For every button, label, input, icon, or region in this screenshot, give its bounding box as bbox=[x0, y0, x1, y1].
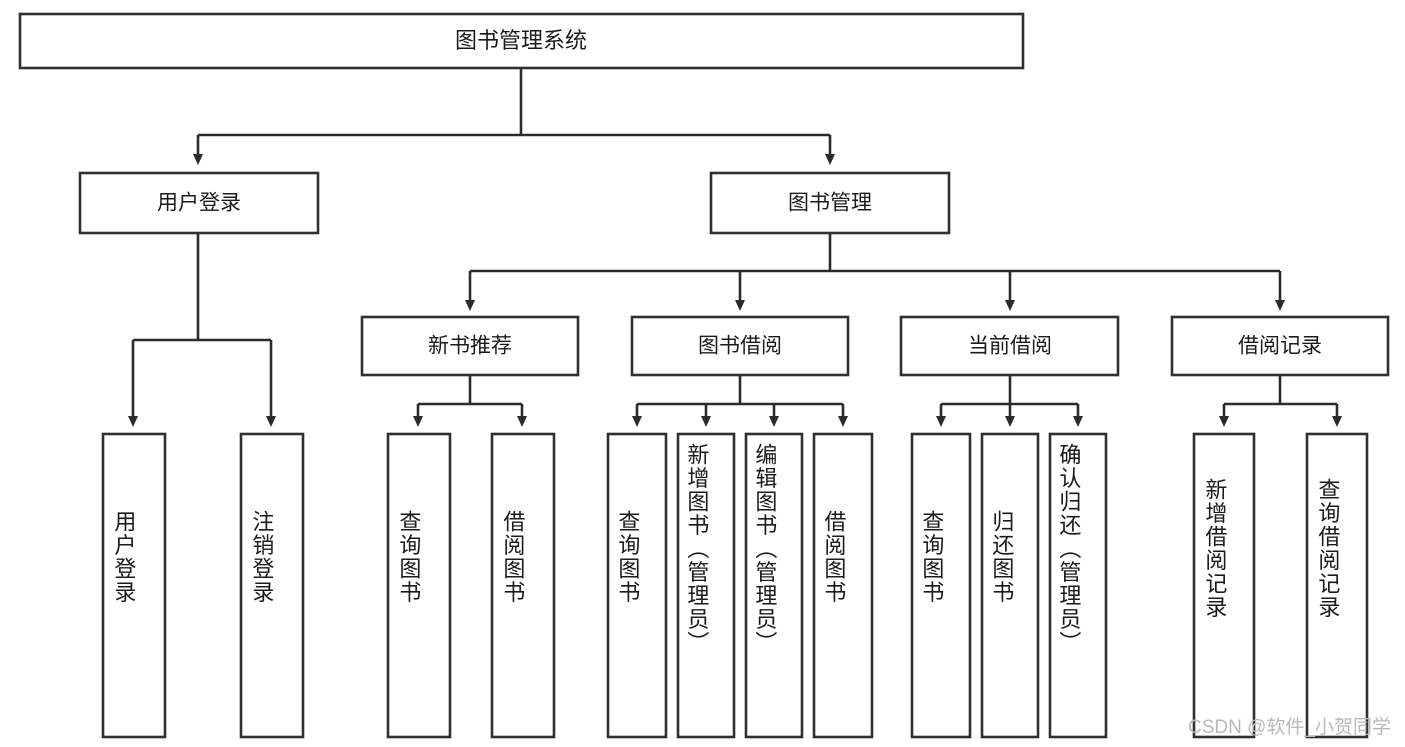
node-root-box[interactable] bbox=[18, 12, 1025, 70]
node-new-book-recommend[interactable]: 新书推荐 bbox=[360, 315, 580, 377]
connectors-new-book-to-leaves bbox=[413, 375, 527, 427]
leaf-node-book-borrow-1[interactable] bbox=[676, 432, 736, 739]
connectors-root-to-level2 bbox=[193, 68, 835, 165]
node-current-borrow[interactable]: 当前借阅 bbox=[899, 315, 1120, 377]
connectors-current-borrow-to-leaves bbox=[936, 375, 1083, 427]
node-current-borrow-box[interactable] bbox=[899, 315, 1120, 377]
node-borrow-record[interactable]: 借阅记录 bbox=[1170, 315, 1390, 377]
node-user-login-box[interactable] bbox=[78, 171, 320, 235]
leaf-node-current-borrow-1[interactable] bbox=[980, 432, 1040, 739]
leaf-node-current-borrow-0[interactable] bbox=[910, 432, 972, 739]
leaf-node-new-book-0[interactable] bbox=[386, 432, 452, 739]
leaf-node-borrow-record-0-box[interactable] bbox=[1192, 432, 1256, 739]
leaf-node-book-borrow-1-box[interactable] bbox=[676, 432, 736, 739]
node-new-book-recommend-label: 新书推荐 bbox=[428, 335, 512, 358]
connectors-book-manage-to-level3 bbox=[465, 233, 1285, 311]
node-book-borrow-box[interactable] bbox=[630, 315, 850, 377]
node-book-borrow[interactable]: 图书借阅 bbox=[630, 315, 850, 377]
connectors-book-borrow-to-leaves bbox=[632, 375, 848, 427]
leaf-node-new-book-1-box[interactable] bbox=[490, 432, 556, 739]
leaf-node-borrow-record-1-box[interactable] bbox=[1305, 432, 1369, 739]
node-book-manage[interactable]: 图书管理 bbox=[709, 171, 951, 235]
node-book-borrow-label: 图书借阅 bbox=[698, 335, 782, 358]
connectors-borrow-record-to-leaves bbox=[1219, 375, 1342, 427]
leaf-node-book-borrow-2-box[interactable] bbox=[744, 432, 804, 739]
leaf-node-user-login-0-box[interactable] bbox=[101, 432, 167, 739]
node-borrow-record-box[interactable] bbox=[1170, 315, 1390, 377]
leaf-node-book-borrow-3[interactable] bbox=[812, 432, 874, 739]
leaf-node-current-borrow-2[interactable] bbox=[1048, 432, 1108, 739]
node-borrow-record-label: 借阅记录 bbox=[1238, 335, 1322, 358]
leaf-node-current-borrow-0-box[interactable] bbox=[910, 432, 972, 739]
leaf-node-new-book-1[interactable] bbox=[490, 432, 556, 739]
node-book-manage-label: 图书管理 bbox=[788, 192, 872, 215]
leaf-node-book-borrow-2[interactable] bbox=[744, 432, 804, 739]
node-root[interactable]: 图书管理系统 bbox=[18, 12, 1025, 70]
leaf-node-borrow-record-0[interactable] bbox=[1192, 432, 1256, 739]
connectors-user-login-to-leaves bbox=[128, 233, 276, 427]
node-user-login-label: 用户登录 bbox=[157, 192, 241, 215]
leaf-node-user-login-1-box[interactable] bbox=[239, 432, 305, 739]
leaf-node-book-borrow-3-box[interactable] bbox=[812, 432, 874, 739]
leaf-node-user-login-1[interactable] bbox=[239, 432, 305, 739]
node-new-book-recommend-box[interactable] bbox=[360, 315, 580, 377]
leaf-node-current-borrow-2-box[interactable] bbox=[1048, 432, 1108, 739]
node-root-label: 图书管理系统 bbox=[455, 28, 587, 53]
leaf-node-book-borrow-0-box[interactable] bbox=[606, 432, 668, 739]
leaf-node-book-borrow-0[interactable] bbox=[606, 432, 668, 739]
leaf-node-new-book-0-box[interactable] bbox=[386, 432, 452, 739]
leaf-node-current-borrow-1-box[interactable] bbox=[980, 432, 1040, 739]
leaf-node-borrow-record-1[interactable] bbox=[1305, 432, 1369, 739]
node-user-login[interactable]: 用户登录 bbox=[78, 171, 320, 235]
leaf-node-user-login-0[interactable] bbox=[101, 432, 167, 739]
node-current-borrow-label: 当前借阅 bbox=[968, 335, 1052, 358]
node-book-manage-box[interactable] bbox=[709, 171, 951, 235]
